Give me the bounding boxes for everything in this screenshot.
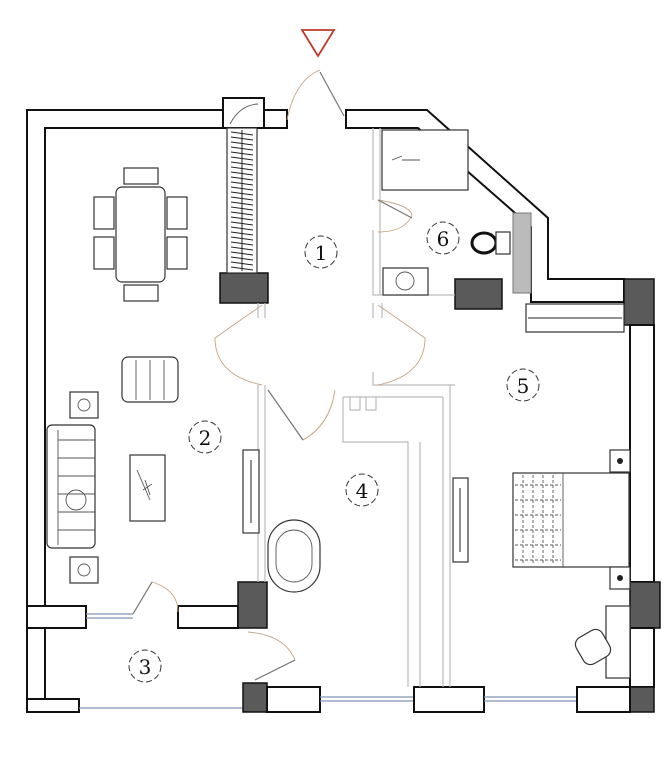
bathtub bbox=[267, 519, 321, 593]
room-label-2: 2 bbox=[188, 420, 222, 454]
bathroom-door bbox=[377, 199, 413, 219]
ventilation-shaft bbox=[222, 97, 265, 129]
side-table bbox=[69, 556, 99, 584]
bed bbox=[512, 472, 630, 568]
desk-chair bbox=[574, 628, 612, 666]
doors bbox=[132, 69, 426, 681]
entrance-door bbox=[319, 71, 345, 117]
bedroom-furniture bbox=[512, 449, 631, 679]
vanity-strip bbox=[512, 212, 532, 294]
svg-text:4: 4 bbox=[356, 479, 369, 503]
room-label-1: 1 bbox=[304, 235, 338, 269]
sofa bbox=[46, 424, 96, 549]
living-furniture bbox=[46, 356, 260, 584]
shower bbox=[381, 129, 469, 191]
room4-door bbox=[267, 389, 304, 441]
room-label-3: 3 bbox=[128, 649, 162, 683]
wardrobes bbox=[226, 127, 625, 333]
room-label-5: 5 bbox=[506, 368, 540, 402]
balcony-door bbox=[132, 581, 153, 615]
svg-text:5: 5 bbox=[517, 374, 530, 398]
dining-table bbox=[115, 186, 166, 283]
walls bbox=[26, 97, 661, 713]
side-table bbox=[69, 391, 99, 419]
svg-text:3: 3 bbox=[139, 655, 152, 679]
room4-furniture bbox=[267, 477, 469, 593]
dining-set bbox=[93, 167, 188, 302]
svg-text:2: 2 bbox=[199, 426, 212, 450]
bathroom-fixtures bbox=[381, 129, 532, 296]
desk bbox=[605, 605, 631, 679]
sink bbox=[382, 267, 429, 296]
room-label-4: 4 bbox=[345, 473, 379, 507]
toilet-icon bbox=[470, 231, 498, 255]
svg-text:1: 1 bbox=[315, 241, 328, 265]
entrance-marker-icon bbox=[300, 29, 336, 58]
room-label-6: 6 bbox=[426, 221, 460, 255]
room-labels: 1 2 3 4 5 6 bbox=[128, 221, 540, 683]
svg-text:6: 6 bbox=[437, 227, 450, 251]
